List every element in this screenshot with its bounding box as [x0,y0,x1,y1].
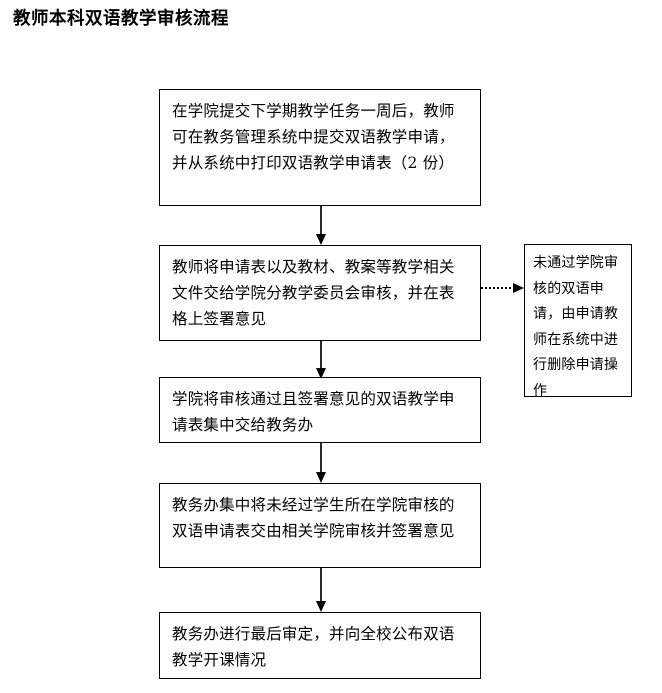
flow-step-3-text: 学院将审核通过且签署意见的双语教学申请表集中交给教务办 [172,390,455,434]
connector-arrow-step1-step2 [316,206,326,245]
arrow-down-icon [316,234,326,245]
flow-step-5-text: 教务办进行最后审定，并向全校公布双语教学开课情况 [172,625,455,669]
connector-line [320,443,322,473]
flow-step-4[interactable]: 教务办集中将未经过学生所在学院审核的双语申请表交由相关学院审核并签署意见 [159,483,481,568]
flow-step-2[interactable]: 教师将申请表以及教材、教案等教学相关文件交给学院分教学委员会审核，并在表格上签署… [159,245,481,341]
side-note-box[interactable]: 未通过学院审核的双语申请，由申请教师在系统中进行删除申请操作 [524,244,632,399]
arrow-down-icon [316,601,326,612]
flow-step-5[interactable]: 教务办进行最后审定，并向全校公布双语教学开课情况 [159,612,481,679]
flow-step-4-text: 教务办集中将未经过学生所在学院审核的双语申请表交由相关学院审核并签署意见 [172,496,455,540]
connector-dotted-line [481,287,515,289]
connector-line [320,568,322,602]
flow-step-1[interactable]: 在学院提交下学期教学任务一周后，教师可在教务管理系统中提交双语教学申请，并从系统… [159,89,481,206]
arrow-down-icon [316,472,326,483]
flow-step-3[interactable]: 学院将审核通过且签署意见的双语教学申请表集中交给教务办 [159,377,481,443]
connector-line [320,341,322,369]
arrow-down-icon [316,368,326,379]
connector-arrow-step3-step4 [316,443,326,484]
connector-arrow-step2-step3 [316,341,326,379]
flow-step-1-text: 在学院提交下学期教学任务一周后，教师可在教务管理系统中提交双语教学申请，并从系统… [172,102,455,172]
connector-arrow-step4-step5 [316,568,326,612]
side-note-text: 未通过学院审核的双语申请，由申请教师在系统中进行删除申请操作 [533,255,619,399]
connector-line [320,206,322,235]
arrow-right-icon [513,283,524,293]
flow-step-2-text: 教师将申请表以及教材、教案等教学相关文件交给学院分教学委员会审核，并在表格上签署… [172,258,455,328]
connector-arrow-step2-sidenote [481,283,525,294]
page-title: 教师本科双语教学审核流程 [13,9,229,29]
